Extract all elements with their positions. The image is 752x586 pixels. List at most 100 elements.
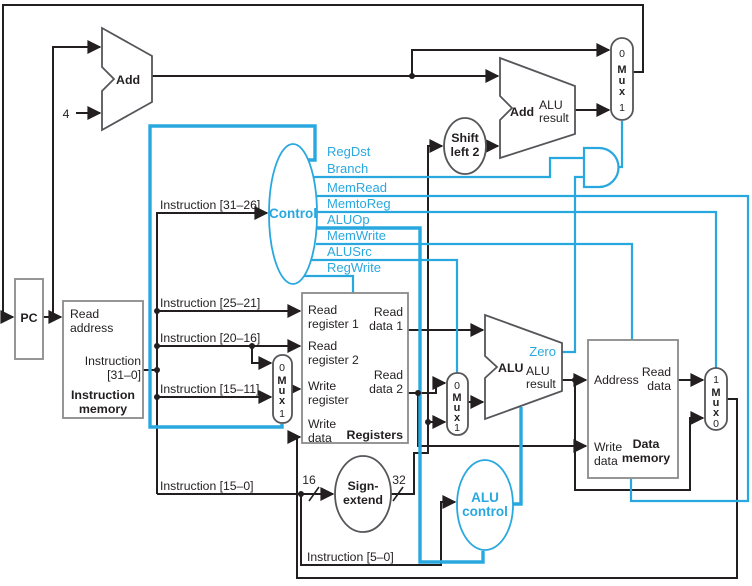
alu-label: ALU [498, 361, 524, 375]
svg-text:M: M [452, 392, 461, 404]
svg-text:1: 1 [454, 422, 460, 434]
regdst-mux [272, 354, 293, 424]
imem-out-line1: Instruction [85, 354, 141, 368]
wire-aluop [316, 226, 485, 564]
svg-text:M: M [711, 387, 720, 399]
wire-memread [316, 194, 750, 503]
shift-line2: left 2 [451, 145, 480, 159]
alu-shape [484, 313, 563, 421]
wire-branch [313, 156, 583, 179]
wire-alu-result-wrap [574, 380, 705, 491]
svg-text:1: 1 [619, 102, 625, 114]
signal-label-memread: MemRead [327, 180, 387, 195]
control-label: Control [269, 206, 317, 221]
data-memory-block [587, 339, 679, 479]
bus-label-instr-25-21: Instruction [25–21] [160, 296, 260, 310]
svg-text:M: M [617, 64, 626, 76]
imem-name-line2: memory [79, 402, 127, 416]
svg-text:u: u [619, 75, 626, 87]
registers-block [301, 292, 409, 444]
wire-regwrite [304, 274, 355, 294]
alusrc-mux-labels: 0 M u x 1 [452, 380, 461, 434]
wire-memtoreg [317, 210, 718, 369]
svg-text:x: x [454, 412, 461, 424]
dmem-rd-line2: data [647, 379, 671, 393]
svg-text:1: 1 [713, 374, 719, 386]
alu-result-line2: result [526, 377, 556, 391]
imem-port-address: address [70, 321, 113, 335]
alucontrol-line2: control [462, 504, 508, 519]
bus-label-instr-15-0: Instruction [15–0] [160, 479, 254, 493]
bus-label-instr-15-11: Instruction [15–11] [160, 382, 259, 396]
wire-alusrc [311, 258, 459, 374]
svg-text:0: 0 [713, 418, 719, 430]
bus-label-instr-20-16: Instruction [20–16] [160, 331, 260, 345]
dmem-rd-line1: Read [642, 365, 671, 379]
shift-left-2-unit [443, 117, 487, 175]
junction-dots [50, 73, 578, 497]
svg-text:0: 0 [454, 380, 460, 392]
pc-adder-label: Add [116, 73, 140, 87]
memtoreg-mux [704, 367, 728, 431]
reg-wr-line1: Write [308, 379, 336, 393]
reg-rr1-line1: Read [308, 303, 337, 317]
reg-wd-line2: data [308, 431, 332, 445]
wire-readdata2-to-dmem [417, 393, 588, 453]
pcsrc-mux [610, 37, 634, 121]
svg-text:x: x [279, 395, 286, 407]
svg-text:0: 0 [279, 362, 285, 374]
svg-text:x: x [619, 86, 626, 98]
wire-pc-feedback [0, 4, 644, 324]
svg-text:1: 1 [279, 408, 285, 420]
reg-rd1-line1: Read [374, 305, 403, 319]
wire-writeback [287, 398, 738, 579]
wire-pcplus4-to-mux [152, 43, 611, 77]
svg-text:0: 0 [619, 48, 625, 60]
bus-label-instr-5-0: Instruction [5–0] [307, 550, 394, 564]
svg-text:u: u [713, 397, 720, 409]
control-unit [268, 143, 318, 285]
wire-pc-to-add [52, 40, 102, 317]
alu-control-unit [456, 459, 514, 551]
signal-label-branch: Branch [327, 161, 368, 176]
and-gate [582, 146, 620, 189]
branch-adder-result-line1: ALU [539, 98, 563, 112]
wire-regdst [148, 124, 317, 429]
bus-label-instr-31-26: Instruction [31–26] [160, 198, 260, 212]
pc-label: PC [20, 311, 37, 325]
svg-text:u: u [279, 385, 286, 397]
const-four-label: 4 [63, 107, 70, 121]
alucontrol-line1: ALU [471, 490, 499, 505]
signext-line2: extend [343, 493, 383, 507]
signal-label-memtoreg: MemtoReg [327, 196, 391, 211]
reg-rr2-line1: Read [308, 339, 337, 353]
wire-instruction-trunk [143, 213, 267, 494]
reg-wr-line2: register [308, 393, 349, 407]
signext-line1: Sign- [348, 479, 379, 493]
signal-label-regdst: RegDst [327, 144, 371, 159]
dmem-address: Address [594, 373, 639, 387]
dmem-wd-line1: Write [594, 440, 622, 454]
dmem-wd-line2: data [594, 454, 618, 468]
width-16-label: 16 [302, 473, 316, 487]
branch-adder-label: Add [510, 105, 534, 119]
svg-text:M: M [277, 375, 286, 387]
width-32-label: 32 [392, 473, 406, 487]
signal-label-aluop: ALUOp [327, 212, 370, 227]
signal-label-alusrc: ALUSrc [327, 244, 372, 259]
alu-result-line1: ALU [526, 364, 550, 378]
pc-adder-shape [101, 26, 153, 132]
reg-rd2-line2: data 2 [369, 382, 403, 396]
regdst-mux-labels: 0 M u x 1 [277, 362, 286, 420]
wire-alucontrol-out [513, 407, 523, 506]
memtoreg-mux-labels: 1 M u x 0 [711, 374, 720, 430]
sign-extend-unit [334, 455, 392, 533]
wire-instr-5-0 [300, 494, 457, 566]
reg-rr2-line2: register 2 [308, 353, 359, 367]
wire-instr-20-16-to-mux [251, 346, 273, 370]
control-wires [148, 121, 750, 564]
svg-text:x: x [713, 407, 720, 419]
registers-name: Registers [347, 428, 404, 442]
alu-zero-label: Zero [529, 344, 556, 359]
branch-adder-result-line2: result [539, 111, 569, 125]
